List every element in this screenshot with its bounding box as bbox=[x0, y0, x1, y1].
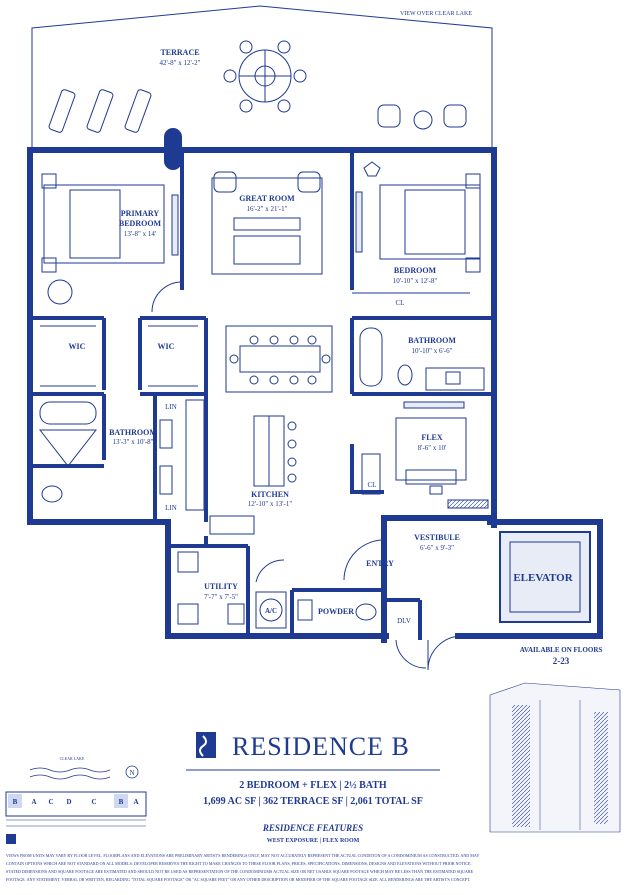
residence-specs-2: 1,699 AC SF | 362 TERRACE SF | 2,061 TOT… bbox=[203, 796, 423, 807]
elevator-shaft bbox=[499, 531, 591, 623]
vestibule-name: VESTIBULE bbox=[414, 533, 460, 542]
key-unit-2: A bbox=[31, 798, 36, 806]
bedroom-dim: 10'-10" x 12'-8" bbox=[393, 277, 438, 285]
view-note: VIEW OVER CLEAR LAKE bbox=[400, 11, 472, 17]
key-unit-5: C bbox=[91, 798, 96, 806]
primary-bedroom-name-2: BEDROOM bbox=[119, 219, 162, 228]
key-unit-3: C bbox=[48, 798, 53, 806]
bathroom-left-name: BATHROOM bbox=[109, 428, 157, 437]
cl-top-label: CL bbox=[396, 299, 405, 307]
flex-dim: 8'-6" x 10' bbox=[418, 444, 447, 452]
key-unit-1: B bbox=[13, 798, 18, 806]
great-room-furniture bbox=[211, 171, 333, 393]
elevator-label: ELEVATOR bbox=[513, 572, 573, 584]
terrace-dim: 42'-8" x 12'-2" bbox=[160, 59, 201, 67]
bedroom-name: BEDROOM bbox=[394, 266, 437, 275]
disclaimer: VIEWS FROM UNITS MAY VARY BY FLOOR LEVEL… bbox=[6, 853, 479, 883]
flex-furniture bbox=[361, 401, 489, 509]
lin-1-label: LIN bbox=[165, 403, 177, 411]
dlv-label: DLV bbox=[397, 617, 411, 625]
bathroom-left-dim: 13'-3" x 10'-8" bbox=[113, 438, 154, 446]
utility-dim: 7'-7" x 7'-5" bbox=[204, 593, 238, 601]
primary-bedroom-dim: 13'-8" x 14' bbox=[124, 230, 156, 238]
bathroom-left-fixtures bbox=[38, 401, 173, 503]
primary-bed bbox=[41, 173, 179, 305]
interior-walls bbox=[30, 150, 494, 640]
disclaimer-line-4: FOOTAGE. ANY STATEMENT, VERBAL OR WRITTE… bbox=[6, 877, 470, 883]
residence-specs-1: 2 BEDROOM + FLEX | 2½ BATH bbox=[239, 780, 387, 791]
terrace-lounge-set bbox=[377, 104, 467, 130]
elevator-car bbox=[509, 541, 581, 613]
utility-name: UTILITY bbox=[204, 582, 238, 591]
kitchen-name: KITCHEN bbox=[251, 490, 289, 499]
residence-title: RESIDENCE B bbox=[232, 732, 410, 761]
great-room-name: GREAT ROOM bbox=[239, 194, 295, 203]
cl-flex-label: CL bbox=[368, 481, 377, 489]
great-room-dim: 16'-2" x 21'-1" bbox=[247, 205, 288, 213]
ac-label: A/C bbox=[265, 607, 277, 615]
disclaimer-line-1: VIEWS FROM UNITS MAY VARY BY FLOOR LEVEL… bbox=[6, 853, 479, 859]
terrace-name: TERRACE bbox=[160, 48, 199, 57]
features-sub: WEST EXPOSURE | FLEX ROOM bbox=[267, 838, 360, 844]
availability-line-2: 2-23 bbox=[553, 656, 570, 666]
wic-left-label: WIC bbox=[69, 342, 86, 351]
key-plan: CLEAR LAKE N B A C D C B A bbox=[5, 756, 147, 844]
entry-label: ENTRY bbox=[366, 559, 394, 568]
primary-bedroom-name-1: PRIMARY bbox=[121, 209, 160, 218]
flex-name: FLEX bbox=[421, 433, 443, 442]
doors bbox=[151, 281, 463, 671]
kitchen-fixtures bbox=[185, 399, 297, 535]
key-plan-lake-label: CLEAR LAKE bbox=[60, 756, 85, 761]
bathroom-right-dim: 10'-10" x 6'-6" bbox=[412, 347, 453, 355]
residence-logo-icon bbox=[196, 732, 216, 758]
disclaimer-line-2: CONTAIN OPTIONS WHICH ARE NOT STANDARD O… bbox=[6, 861, 472, 867]
utility-fixtures bbox=[177, 551, 377, 629]
key-unit-6: B bbox=[119, 798, 124, 806]
key-unit-7: A bbox=[133, 798, 138, 806]
disclaimer-line-3: STATED DIMENSIONS AND SQUARE FOOTAGE ARE… bbox=[6, 869, 474, 874]
bathroom-right-name: BATHROOM bbox=[408, 336, 456, 345]
terrace-dining-table bbox=[223, 40, 307, 113]
wic-rods bbox=[40, 325, 198, 387]
key-unit-4: D bbox=[66, 798, 71, 806]
features-heading: RESIDENCE FEATURES bbox=[262, 823, 363, 833]
lin-2-label: LIN bbox=[165, 504, 177, 512]
bedroom-furniture bbox=[355, 161, 481, 273]
north-arrow-label: N bbox=[129, 769, 134, 777]
vestibule-dim: 6'-6" x 9'-3" bbox=[420, 544, 454, 552]
terrace-outline bbox=[31, 5, 493, 151]
building-illustration bbox=[489, 682, 621, 833]
kitchen-dim: 12'-10" x 13'-1" bbox=[248, 500, 293, 508]
windows bbox=[27, 147, 497, 301]
bathroom-right-fixtures bbox=[359, 327, 485, 391]
powder-label: POWDER bbox=[318, 607, 354, 616]
lounge-chairs bbox=[48, 89, 152, 133]
availability-line-1: AVAILABLE ON FLOORS bbox=[520, 646, 603, 654]
wic-right-label: WIC bbox=[158, 342, 175, 351]
